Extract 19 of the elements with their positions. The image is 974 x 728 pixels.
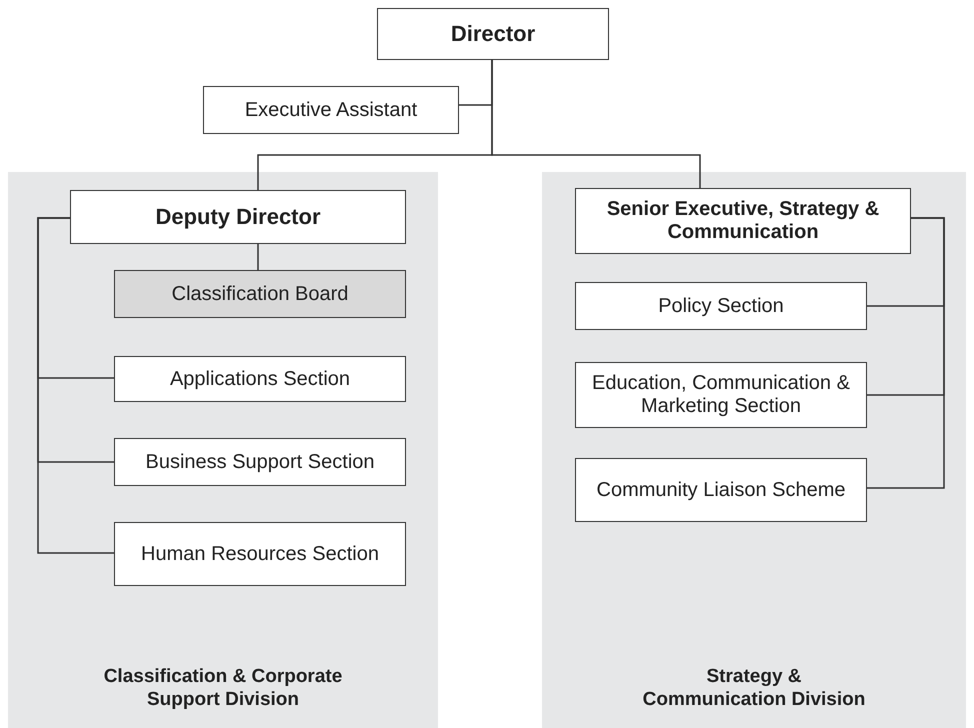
org-box: Executive Assistant bbox=[203, 86, 459, 134]
connector-line bbox=[257, 244, 259, 270]
org-box: Applications Section bbox=[114, 356, 406, 402]
division-label: Strategy & Communication Division bbox=[642, 666, 866, 712]
board-box: Classification Board bbox=[114, 270, 406, 318]
division-label: Classification & Corporate Support Division bbox=[102, 666, 344, 712]
org-box: Senior Executive, Strategy & Communication bbox=[575, 188, 911, 254]
connector-line bbox=[37, 217, 114, 554]
org-box: Business Support Section bbox=[114, 438, 406, 486]
connector-line bbox=[867, 217, 945, 489]
org-box: Human Resources Section bbox=[114, 522, 406, 586]
org-box: Policy Section bbox=[575, 282, 867, 330]
division-panel bbox=[542, 172, 966, 728]
org-box: Community Liaison Scheme bbox=[575, 458, 867, 522]
org-box: Deputy Director bbox=[70, 190, 406, 244]
connector-line bbox=[491, 60, 701, 188]
division-panel bbox=[8, 172, 438, 728]
org-box: Education, Communication & Marketing Section bbox=[575, 362, 867, 428]
org-box: Director bbox=[377, 8, 609, 60]
